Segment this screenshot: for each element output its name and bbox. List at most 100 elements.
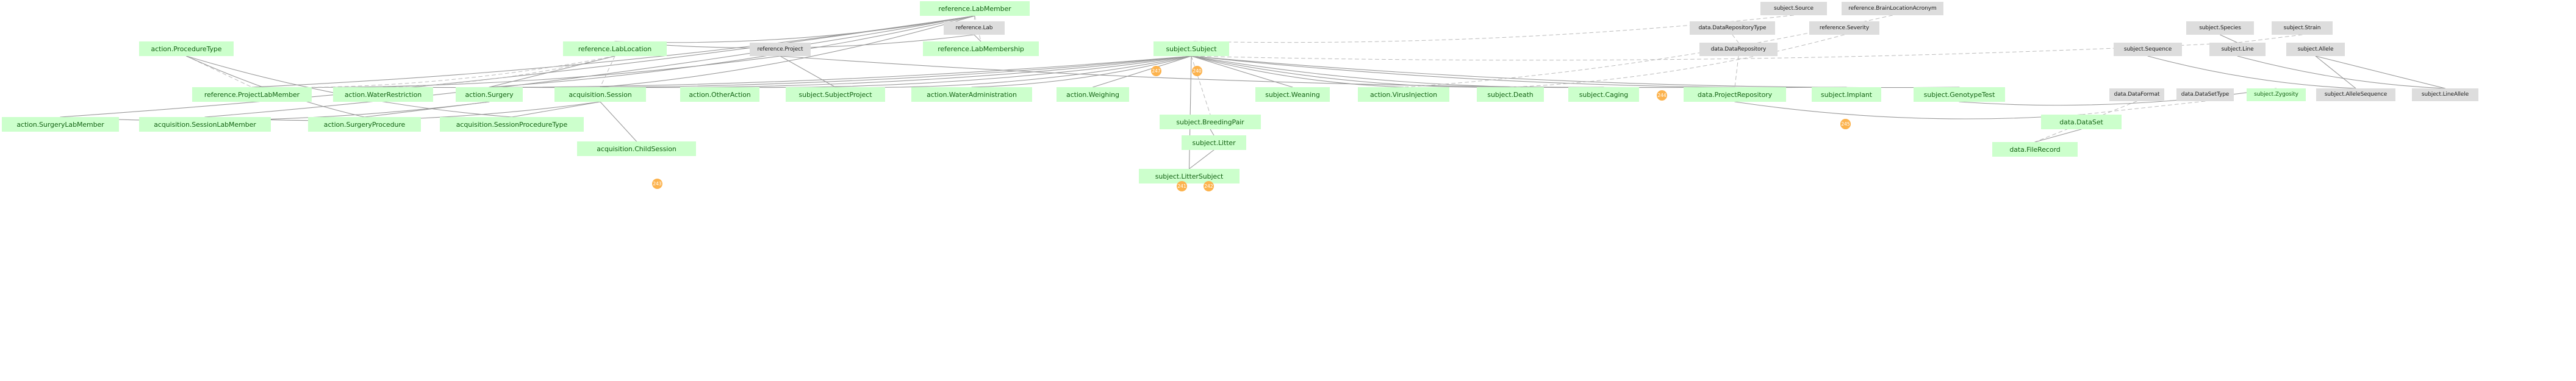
erd-node-action-waterrestriction[interactable]: action.WaterRestriction [333, 87, 433, 102]
erd-edge [1092, 55, 1192, 88]
erd-node-label: data.FileRecord [2009, 145, 2061, 154]
erd-edge [185, 55, 512, 118]
erd-edge [1188, 55, 1192, 169]
erd-alias-badge-245[interactable]: 245 [1840, 119, 1851, 129]
erd-edge [974, 34, 981, 42]
erd-node-label: subject.Zygosity [2254, 91, 2298, 98]
erd-edge [1191, 55, 1511, 88]
erd-edge [1191, 55, 1293, 88]
erd-node-acquisition-session[interactable]: acquisition.Session [554, 87, 646, 102]
erd-node-subject-zygosity[interactable]: subject.Zygosity [2247, 88, 2306, 101]
erd-node-subject-death[interactable]: subject.Death [1477, 87, 1544, 102]
erd-node-subject-line[interactable]: subject.Line [2209, 43, 2266, 56]
erd-edge [1734, 101, 2082, 119]
erd-node-subject-strain[interactable]: subject.Strain [2272, 21, 2333, 35]
erd-node-action-proceduretype[interactable]: action.ProcedureType [139, 41, 234, 56]
erd-node-label: action.VirusInjection [1370, 90, 1437, 99]
erd-node-subject-allelesequence[interactable]: subject.AlleleSequence [2316, 88, 2395, 101]
erd-node-action-surgeryprocedure[interactable]: action.SurgeryProcedure [308, 117, 421, 132]
erd-node-subject-allele[interactable]: subject.Allele [2286, 43, 2345, 56]
erd-node-data-dataset[interactable]: data.DataSet [2041, 115, 2122, 129]
erd-edge [780, 55, 836, 88]
erd-node-subject-lineallele[interactable]: subject.LineAllele [2412, 88, 2478, 101]
erd-edge [780, 55, 1735, 88]
erd-node-subject-species[interactable]: subject.Species [2186, 21, 2254, 35]
erd-node-label: subject.Implant [1821, 90, 1872, 99]
erd-edge [364, 101, 490, 118]
erd-edge [1191, 55, 1847, 88]
erd-node-acquisition-childsession[interactable]: acquisition.ChildSession [577, 141, 696, 156]
erd-node-reference-severity[interactable]: reference.Severity [1809, 21, 1879, 35]
erd-node-action-wateradministration[interactable]: action.WaterAdministration [911, 87, 1032, 102]
erd-node-subject-sequence[interactable]: subject.Sequence [2114, 43, 2182, 56]
erd-node-data-filerecord[interactable]: data.FileRecord [1992, 142, 2078, 157]
erd-node-data-projectrepository[interactable]: data.ProjectRepository [1684, 87, 1786, 102]
erd-node-label: subject.BreedingPair [1176, 118, 1244, 126]
erd-node-label: subject.AlleleSequence [2324, 91, 2388, 98]
erd-node-reference-projectlabmember[interactable]: reference.ProjectLabMember [192, 87, 312, 102]
erd-edge [382, 55, 1192, 88]
erd-node-action-weighing[interactable]: action.Weighing [1057, 87, 1129, 102]
erd-node-subject-breedingpair[interactable]: subject.BreedingPair [1160, 115, 1261, 129]
erd-node-action-otheraction[interactable]: action.OtherAction [680, 87, 759, 102]
erd-edge [834, 55, 1192, 88]
erd-node-subject-source[interactable]: subject.Source [1760, 2, 1827, 15]
erd-node-label: reference.Lab [955, 24, 993, 31]
erd-node-label: subject.Strain [2283, 24, 2321, 31]
erd-node-label: acquisition.SessionLabMember [154, 120, 256, 129]
erd-node-label: action.OtherAction [689, 90, 751, 99]
erd-node-label: subject.Sequence [2123, 46, 2172, 52]
erd-alias-badge-243[interactable]: 243 [652, 179, 662, 189]
erd-node-reference-labmembership[interactable]: reference.LabMembership [923, 41, 1039, 56]
erd-alias-badge-242[interactable]: 242 [1204, 181, 1214, 191]
erd-edge [60, 15, 975, 118]
erd-edge [1732, 34, 1739, 43]
erd-node-reference-lablocation[interactable]: reference.LabLocation [563, 41, 667, 56]
erd-node-label: subject.Line [2221, 46, 2254, 52]
erd-edge [2081, 101, 2206, 115]
erd-alias-badge-241[interactable]: 241 [1177, 181, 1187, 191]
erd-node-label: data.DataSetType [2181, 91, 2230, 98]
erd-node-acquisition-sessionproceduretype[interactable]: acquisition.SessionProcedureType [440, 117, 584, 132]
erd-node-data-datarepositorytype[interactable]: data.DataRepositoryType [1690, 21, 1775, 35]
erd-node-subject-caging[interactable]: subject.Caging [1568, 87, 1639, 102]
erd-node-label: data.DataSet [2059, 118, 2103, 126]
erd-alias-badge-244[interactable]: 244 [1657, 90, 1667, 101]
erd-node-data-datasettype[interactable]: data.DataSetType [2176, 88, 2234, 101]
erd-edge [1210, 129, 1214, 136]
erd-node-acquisition-sessionlabmember[interactable]: acquisition.SessionLabMember [139, 117, 271, 132]
erd-edge [1188, 149, 1214, 169]
erd-node-label: reference.LabMembership [938, 45, 1024, 53]
erd-edge [489, 55, 615, 88]
erd-node-subject-implant[interactable]: subject.Implant [1812, 87, 1881, 102]
erd-node-data-datarepository[interactable]: data.DataRepository [1699, 43, 1778, 56]
erd-alias-badge-240[interactable]: 240 [1192, 66, 1202, 76]
erd-edge [1191, 55, 1211, 115]
erd-node-label: subject.GenotypeTest [1923, 90, 1995, 99]
erd-edge [1191, 55, 1604, 88]
erd-node-subject-litter[interactable]: subject.Litter [1182, 135, 1246, 150]
erd-edge [600, 55, 1192, 88]
erd-node-subject-littersubject[interactable]: subject.LitterSubject [1139, 169, 1240, 183]
erd-node-action-surgery[interactable]: action.Surgery [456, 87, 523, 102]
erd-node-subject-subject[interactable]: subject.Subject [1153, 41, 1229, 56]
erd-node-label: acquisition.Session [569, 90, 632, 99]
erd-node-label: reference.Severity [1819, 24, 1870, 31]
erd-node-subject-genotypetest[interactable]: subject.GenotypeTest [1914, 87, 2005, 102]
erd-node-label: action.SurgeryProcedure [323, 120, 406, 129]
erd-node-data-dataformat[interactable]: data.DataFormat [2109, 88, 2164, 101]
erd-node-reference-project[interactable]: reference.Project [750, 43, 811, 56]
erd-alias-badge-247[interactable]: 247 [1151, 66, 1161, 76]
erd-node-label: reference.ProjectLabMember [204, 90, 300, 99]
erd-edge [204, 15, 975, 118]
erd-node-reference-lab[interactable]: reference.Lab [944, 21, 1005, 35]
erd-node-subject-weaning[interactable]: subject.Weaning [1255, 87, 1330, 102]
erd-node-reference-brainlocationacronym[interactable]: reference.BrainLocationAcronym [1842, 2, 1943, 15]
erd-node-subject-subjectproject[interactable]: subject.SubjectProject [786, 87, 885, 102]
erd-node-action-virusinjection[interactable]: action.VirusInjection [1358, 87, 1449, 102]
erd-edge [1510, 34, 1845, 88]
erd-node-action-surgerylabmember[interactable]: action.SurgeryLabMember [2, 117, 119, 132]
erd-node-label: subject.Species [2199, 24, 2241, 31]
erd-node-reference-labmember[interactable]: reference.LabMember [920, 1, 1030, 16]
